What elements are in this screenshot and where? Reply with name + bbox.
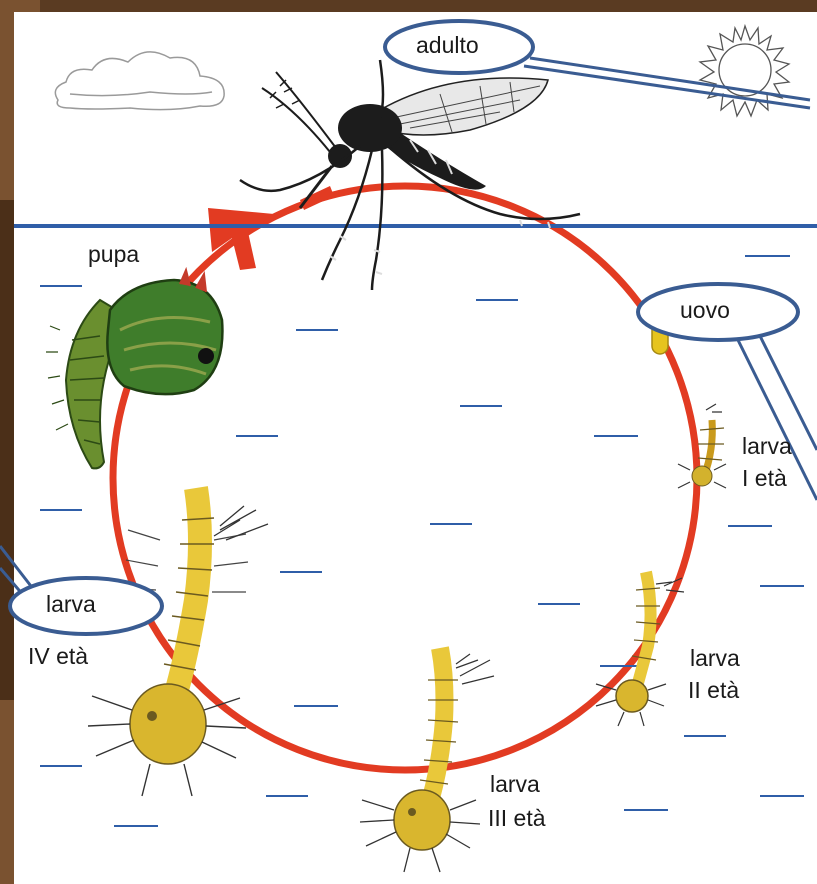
larva-2-age-label: II età xyxy=(688,676,739,705)
larva-1-label: larva xyxy=(742,432,792,461)
larva-3-age-label: III età xyxy=(488,804,546,833)
pupa-label: pupa xyxy=(88,240,139,269)
larva-iv-callout-label: larva xyxy=(46,591,96,618)
larva-2-label: larva xyxy=(690,644,740,673)
egg-callout-label: uovo xyxy=(680,297,730,324)
larva-1-age-label: I età xyxy=(742,464,787,493)
larva-4-age-label: IV età xyxy=(28,642,88,671)
larva-3-label: larva xyxy=(490,770,540,799)
adult-callout-label: adulto xyxy=(416,32,479,59)
